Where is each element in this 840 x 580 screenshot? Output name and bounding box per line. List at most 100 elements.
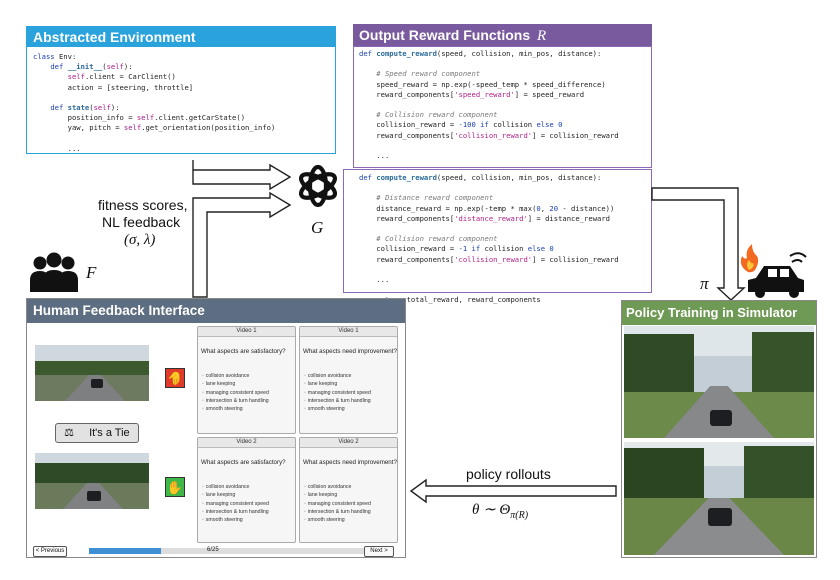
aspect-option[interactable]: smooth steering [304, 516, 397, 524]
hfi-title: Human Feedback Interface [27, 299, 405, 323]
hfi-video-frame-1[interactable] [35, 345, 149, 401]
code-token: ... [33, 143, 81, 153]
video2-satisfactory-card: Video 2 What aspects are satisfactory? c… [197, 437, 296, 543]
code-token: 0 [536, 203, 541, 213]
policy-rollouts-arrow [409, 478, 617, 504]
balance-scale-icon: ⚖ [64, 427, 74, 439]
aspect-option[interactable]: lane keeping [202, 380, 295, 388]
code-token: compute_reward [376, 173, 437, 182]
env-to-llm-arrow [192, 160, 292, 191]
video1-caption-b: Video 1 [300, 327, 397, 337]
code-token: 'distance_reward' [454, 213, 528, 223]
code-token: -100 [458, 120, 476, 130]
aspect-option[interactable]: smooth steering [202, 516, 295, 524]
code-token: self [136, 113, 155, 123]
abstracted-environment-title: Abstracted Environment [27, 27, 335, 47]
reward-functions-title: Output Reward Functions [359, 27, 531, 43]
code-token: reward_components[ [359, 130, 455, 140]
aspect-option[interactable]: managing consistent speed [304, 389, 397, 397]
aspect-option[interactable]: smooth steering [304, 405, 397, 413]
aspect-option[interactable]: intersection & turn handling [304, 508, 397, 516]
reward-code-2: def compute_reward(speed, collision, min… [359, 173, 619, 306]
previous-button[interactable]: < Previous [33, 546, 67, 557]
code-token: ): [110, 103, 120, 113]
code-token: ] = collision_reward [532, 254, 619, 264]
code-token: , [540, 203, 550, 213]
aspect-option[interactable]: managing consistent speed [202, 389, 295, 397]
code-token: # Distance reward component [359, 193, 494, 203]
fitness-label-line2: NL feedback [102, 214, 181, 230]
llm-logo-icon [298, 164, 338, 208]
reward-symbol: R [537, 28, 547, 44]
aspect-option[interactable]: managing consistent speed [304, 500, 397, 508]
aspect-list-4[interactable]: collision avoidancelane keepingmanaging … [304, 483, 397, 524]
fitness-label-line1: fitness scores, [98, 197, 188, 213]
theta-expression: θ ∼ Θ [472, 502, 511, 518]
code-token: 20 [549, 203, 559, 213]
aspect-list-3[interactable]: collision avoidancelane keepingmanaging … [202, 483, 295, 524]
aspect-option[interactable]: collision avoidance [202, 372, 295, 380]
improvement-question-1: What aspects need improvement? [303, 348, 397, 355]
code-token: self [67, 72, 85, 82]
improvement-question-2: What aspects need improvement? [303, 459, 397, 466]
simulator-frame-1 [624, 326, 814, 438]
people-icon [30, 252, 78, 292]
aspect-option[interactable]: lane keeping [304, 380, 397, 388]
aspect-option[interactable]: lane keeping [304, 491, 397, 499]
code-token: self [93, 103, 111, 113]
aspect-option[interactable]: managing consistent speed [202, 500, 295, 508]
code-token: else [536, 120, 554, 130]
satisfactory-question-2: What aspects are satisfactory? [201, 459, 286, 466]
aspect-option[interactable]: lane keeping [202, 491, 295, 499]
code-token: ... [359, 151, 390, 161]
next-button[interactable]: Next > [364, 546, 394, 557]
video2-improvement-card: Video 2 What aspects need improvement? c… [299, 437, 398, 543]
aspect-option[interactable]: intersection & turn handling [304, 397, 397, 405]
aspect-list-1[interactable]: collision avoidancelane keepingmanaging … [202, 372, 295, 413]
fire-icon [740, 244, 759, 273]
llm-symbol: G [311, 218, 324, 237]
thumbs-down-icon: ✋ [166, 371, 184, 386]
code-token: 'speed_reward' [454, 89, 515, 99]
aspect-list-2[interactable]: collision avoidancelane keepingmanaging … [304, 372, 397, 413]
code-token: # Speed reward component [359, 69, 481, 79]
aspect-option[interactable]: intersection & turn handling [202, 397, 295, 405]
code-token: ): [123, 62, 133, 72]
tie-button[interactable]: ⚖ It's a Tie [55, 423, 139, 443]
policy-rollouts-label: policy rollouts [466, 466, 551, 482]
thumbs-up-button[interactable]: ✋ [165, 477, 185, 497]
aspect-option[interactable]: collision avoidance [202, 483, 295, 491]
satisfactory-question-1: What aspects are satisfactory? [201, 348, 286, 355]
code-token: ] = distance_reward [527, 213, 610, 223]
code-token: 'collision_reward' [454, 130, 533, 140]
hfi-video-frame-2[interactable] [35, 453, 149, 509]
thumbs-up-icon: ✋ [166, 480, 184, 495]
code-token: -1 [458, 244, 468, 254]
code-token: state [67, 103, 90, 113]
code-token: ] = collision_reward [532, 130, 619, 140]
theta-subscript: π(R) [510, 510, 529, 521]
code-token: collision_reward = [359, 120, 459, 130]
code-token: else [527, 244, 546, 254]
reward-function-block-2: def compute_reward(speed, collision, min… [343, 169, 652, 304]
thumbs-down-button[interactable]: ✋ [165, 368, 185, 388]
code-token: ] = speed_reward [514, 89, 585, 99]
aspect-option[interactable]: intersection & turn handling [202, 508, 295, 516]
code-token: 0 [558, 120, 563, 130]
aspect-option[interactable]: smooth steering [202, 405, 295, 413]
code-token: def [50, 103, 64, 113]
aspect-option[interactable]: collision avoidance [304, 372, 397, 380]
code-token: .client.getCarState() [154, 113, 246, 123]
feedback-to-llm-arrow [192, 191, 292, 298]
video1-improvement-card: Video 1 What aspects need improvement? c… [299, 326, 398, 434]
code-token: 0 [549, 244, 554, 254]
code-token: # Collision reward component [359, 110, 498, 120]
code-token: def [359, 173, 372, 182]
environment-code: class Env: def __init__(self): self.clie… [33, 52, 275, 154]
aspect-option[interactable]: collision avoidance [304, 483, 397, 491]
simulator-title: Policy Training in Simulator [622, 301, 816, 325]
code-token: reward_components[ [359, 213, 455, 223]
theta-math: θ ∼ Θπ(R) [472, 500, 528, 521]
code-token: collision [480, 244, 528, 254]
code-token: - distance)) [558, 203, 615, 213]
